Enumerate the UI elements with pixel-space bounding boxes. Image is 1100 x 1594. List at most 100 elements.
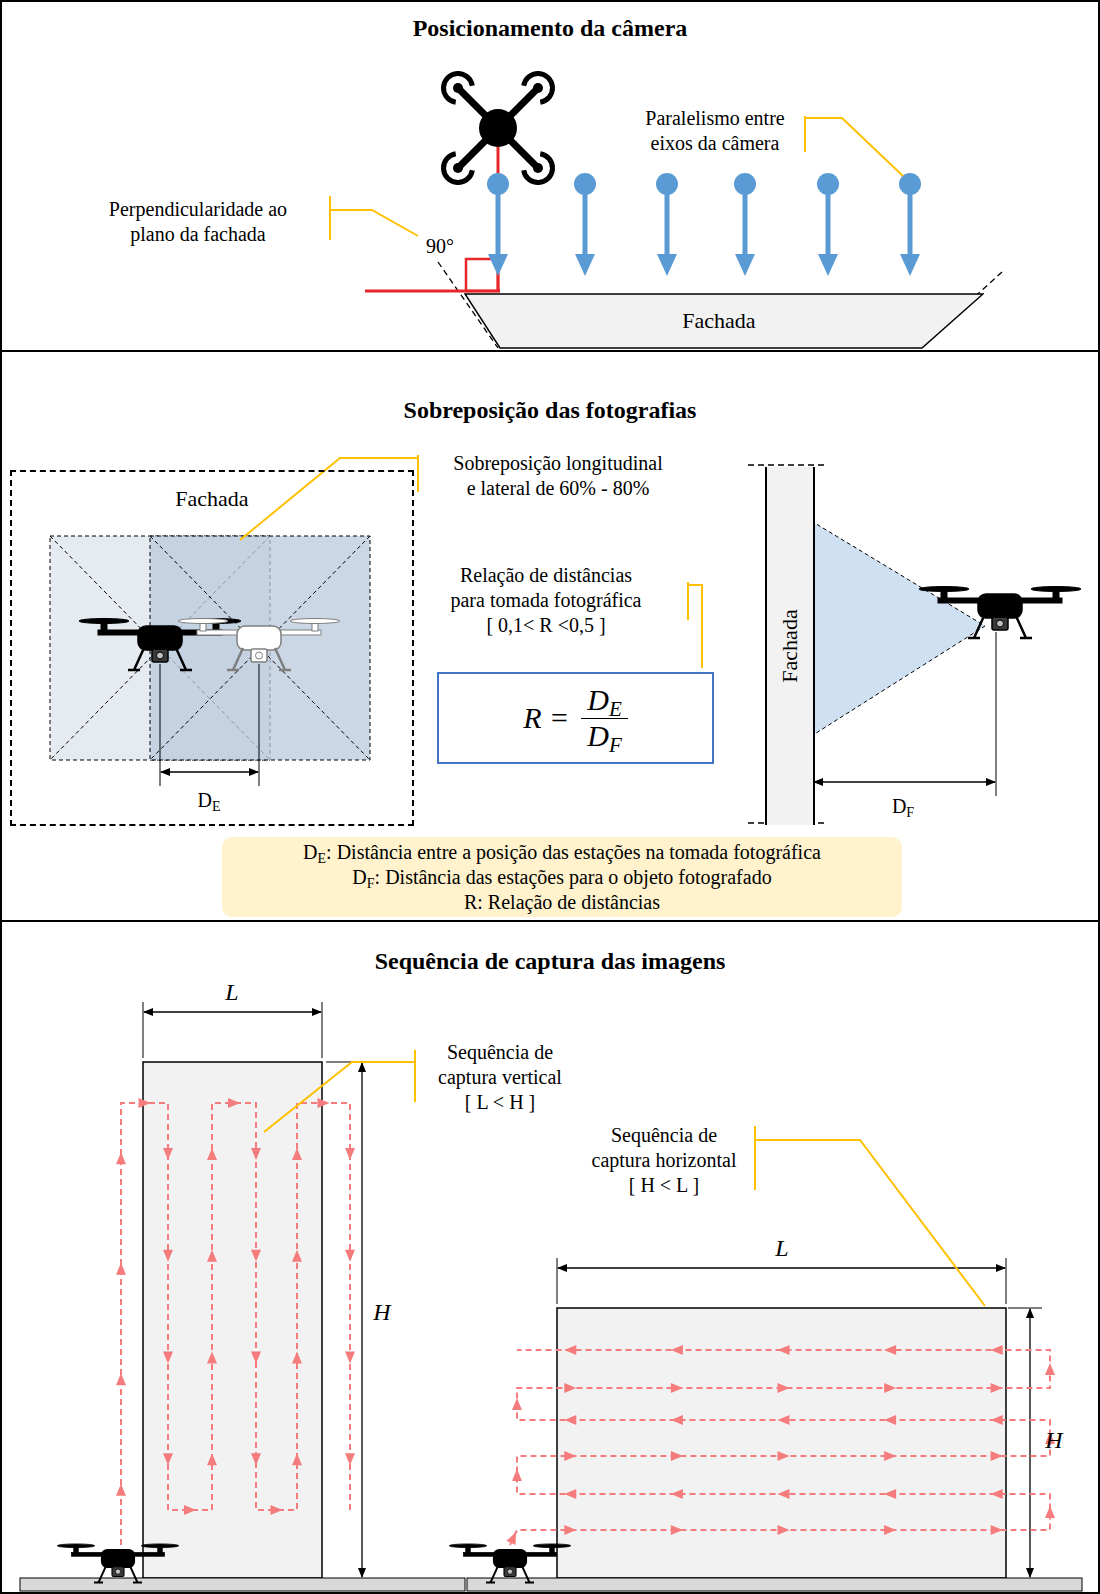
flight-arrow bbox=[991, 1345, 1003, 1355]
camera-axis bbox=[583, 190, 588, 256]
section-cut bbox=[748, 464, 828, 465]
extension-line bbox=[160, 664, 161, 786]
propeller bbox=[1031, 587, 1081, 592]
angle-label: 90° bbox=[426, 234, 454, 259]
dimension-line bbox=[161, 771, 258, 772]
propeller bbox=[533, 1544, 571, 1548]
dimension-label: DF bbox=[892, 794, 914, 819]
flight-arrow bbox=[671, 1451, 683, 1461]
dimension-line bbox=[814, 781, 995, 782]
formula-term: DF bbox=[581, 719, 628, 754]
propeller bbox=[79, 619, 129, 624]
callout-bracket bbox=[329, 196, 331, 240]
flight-arrow bbox=[116, 1373, 126, 1385]
ground bbox=[20, 1578, 465, 1591]
flight-arrow bbox=[778, 1345, 790, 1355]
flight-arrow bbox=[163, 1453, 173, 1465]
drone-body bbox=[494, 1550, 527, 1568]
propeller bbox=[919, 587, 969, 592]
camera-axis bbox=[665, 190, 670, 256]
photo-diagonal bbox=[150, 536, 370, 760]
landing-gear bbox=[94, 1566, 142, 1583]
flight-arrow bbox=[345, 1250, 355, 1262]
definition-text: DE: Distância entre a posição das estaçõ… bbox=[303, 840, 821, 865]
flight-arrow bbox=[671, 1415, 683, 1425]
propeller bbox=[519, 149, 562, 192]
flight-path bbox=[121, 1103, 350, 1545]
callout-text: Paralelismo entre eixos da câmera bbox=[645, 106, 784, 156]
panel: Sequência de captura das imagens bbox=[0, 920, 1100, 1594]
panel-title: Posicionamento da câmera bbox=[2, 14, 1098, 43]
extension-line bbox=[322, 1002, 323, 1058]
photo-frame bbox=[150, 536, 370, 760]
formula-text: R = bbox=[523, 701, 569, 735]
camera bbox=[152, 649, 168, 662]
flight-arrow bbox=[884, 1415, 896, 1425]
propeller bbox=[178, 619, 228, 624]
flight-arrow bbox=[116, 1484, 126, 1496]
flight-arrow bbox=[251, 1453, 261, 1465]
flight-arrow bbox=[991, 1415, 1003, 1425]
camera-axis-head bbox=[488, 254, 508, 276]
fraction: DEDF bbox=[581, 683, 628, 753]
camera bbox=[112, 1567, 124, 1577]
camera bbox=[992, 617, 1008, 630]
flight-arrow bbox=[139, 1098, 151, 1108]
definition-text: R: Relação de distâncias bbox=[464, 890, 660, 915]
flight-arrow bbox=[564, 1525, 576, 1535]
camera-lens bbox=[157, 652, 164, 659]
flight-arrow bbox=[1045, 1506, 1055, 1518]
dimension-label: L bbox=[225, 977, 238, 1007]
ground bbox=[467, 1578, 1082, 1591]
rotor-hub bbox=[453, 83, 463, 93]
drone-icon bbox=[178, 619, 340, 671]
camera-axis bbox=[743, 190, 748, 256]
flight-arrow bbox=[671, 1383, 683, 1393]
flight-arrow bbox=[345, 1351, 355, 1363]
extension-line bbox=[1008, 1308, 1042, 1309]
extension-line bbox=[996, 632, 997, 796]
camera bbox=[504, 1567, 516, 1577]
callout-bracket bbox=[687, 582, 689, 620]
camera-lens bbox=[507, 1569, 512, 1574]
camera-lens bbox=[997, 620, 1004, 627]
callout-text: Sequência de captura horizontal [ H < L … bbox=[592, 1123, 737, 1198]
flight-arrow bbox=[163, 1148, 173, 1160]
building bbox=[143, 1062, 322, 1578]
flight-arrow bbox=[884, 1383, 896, 1393]
camera-axis-head bbox=[575, 254, 595, 276]
drone-icon bbox=[449, 1544, 571, 1583]
facade-shape: Fachada bbox=[464, 293, 984, 349]
flight-arrow bbox=[163, 1250, 173, 1262]
dimension-label: H bbox=[1045, 1425, 1062, 1455]
callout-bracket bbox=[804, 116, 806, 152]
extension-line bbox=[557, 1258, 558, 1304]
flight-arrow bbox=[991, 1451, 1003, 1461]
rotor-hub bbox=[533, 163, 543, 173]
flight-arrow bbox=[292, 1148, 302, 1160]
flight-arrow bbox=[564, 1415, 576, 1425]
flight-arrow bbox=[251, 1148, 261, 1160]
flight-arrow bbox=[991, 1489, 1003, 1499]
flight-arrow bbox=[345, 1453, 355, 1465]
camera-axis bbox=[496, 190, 501, 256]
flight-arrow bbox=[207, 1250, 217, 1262]
landing-gear bbox=[968, 616, 1032, 638]
leader-line bbox=[755, 1140, 985, 1306]
flight-arrow bbox=[778, 1383, 790, 1393]
camera-axis-head bbox=[818, 254, 838, 276]
flight-arrow bbox=[207, 1148, 217, 1160]
flight-arrow bbox=[778, 1525, 790, 1535]
formula-term: DE bbox=[581, 683, 628, 719]
callout-bracket bbox=[754, 1126, 756, 1190]
flight-arrow bbox=[884, 1525, 896, 1535]
flight-arrow bbox=[345, 1148, 355, 1160]
dimension-label: H bbox=[373, 1297, 390, 1327]
flight-arrow bbox=[116, 1263, 126, 1275]
drone-body bbox=[978, 594, 1022, 618]
flight-arrow bbox=[184, 1505, 196, 1515]
drone-icon bbox=[57, 1544, 179, 1583]
panel-title: Sequência de captura das imagens bbox=[2, 947, 1098, 976]
